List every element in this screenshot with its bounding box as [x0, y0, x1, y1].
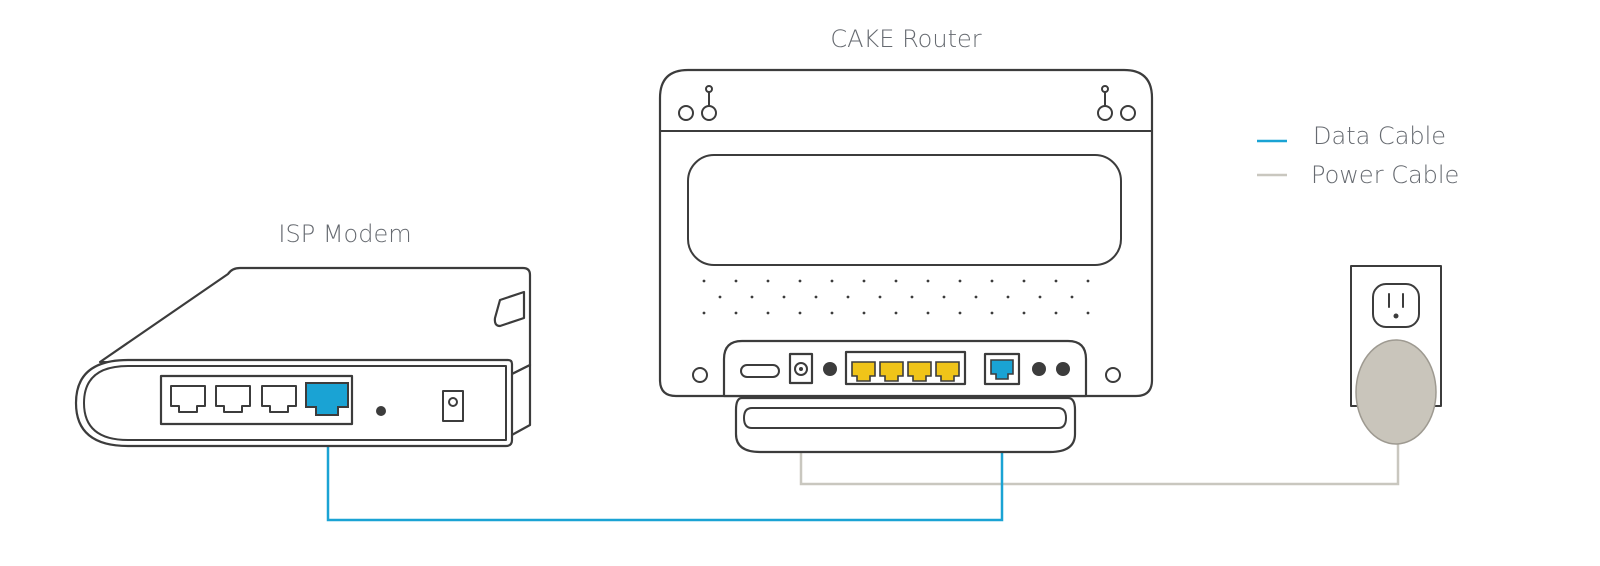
vent-dot — [750, 295, 754, 299]
vent-dot — [782, 295, 786, 299]
legend-label-power: Power Cable — [1311, 161, 1459, 189]
wall-outlet — [1350, 265, 1442, 445]
vent-dot — [894, 311, 898, 315]
router-button[interactable] — [823, 362, 837, 376]
vent-dot — [1006, 295, 1010, 299]
modem-ethernet-port[interactable] — [170, 385, 206, 413]
router-vent-grid — [702, 279, 1090, 315]
vent-dot — [862, 311, 866, 315]
modem-title: ISP Modem — [278, 220, 411, 248]
router-usb-port[interactable] — [740, 364, 780, 378]
router-wan-port[interactable] — [983, 352, 1021, 386]
vent-dot — [1022, 279, 1026, 283]
vent-dot — [1070, 295, 1074, 299]
router-led — [1032, 362, 1046, 376]
router-title: CAKE Router — [830, 25, 981, 53]
vent-dot — [1086, 279, 1090, 283]
router-lan-port[interactable] — [851, 361, 876, 382]
vent-dot — [734, 311, 738, 315]
vent-dot — [942, 295, 946, 299]
router-led — [1056, 362, 1070, 376]
router-lan-port[interactable] — [907, 361, 932, 382]
vent-dot — [1022, 311, 1026, 315]
vent-dot — [830, 279, 834, 283]
vent-dot — [1054, 279, 1058, 283]
vent-dot — [1038, 295, 1042, 299]
vent-dot — [1086, 311, 1090, 315]
vent-dot — [766, 279, 770, 283]
router-lan-ports — [851, 361, 960, 382]
vent-dot — [734, 279, 738, 283]
vent-dot — [798, 311, 802, 315]
router-lan-port[interactable] — [879, 361, 904, 382]
vent-dot — [846, 295, 850, 299]
modem-power-jack — [442, 390, 464, 422]
isp-modem: ISP Modem — [74, 220, 532, 448]
vent-dot — [1054, 311, 1058, 315]
vent-dot — [830, 311, 834, 315]
router-stand — [734, 396, 1077, 454]
legend-label-data: Data Cable — [1313, 122, 1446, 150]
vent-dot — [910, 295, 914, 299]
power-plug — [1355, 339, 1437, 445]
vent-dot — [862, 279, 866, 283]
router-lan-port[interactable] — [935, 361, 960, 382]
router-power-jack[interactable] — [788, 352, 814, 385]
modem-reset-hole — [376, 406, 386, 416]
vent-dot — [958, 279, 962, 283]
vent-dot — [814, 295, 818, 299]
modem-ethernet-port[interactable] — [215, 385, 251, 413]
outlet-socket — [1372, 283, 1420, 328]
vent-dot — [702, 311, 706, 315]
vent-dot — [974, 295, 978, 299]
legend: Data Cable Power Cable — [1257, 122, 1459, 189]
router-display-window — [687, 154, 1122, 266]
vent-dot — [958, 311, 962, 315]
vent-dot — [990, 279, 994, 283]
vent-dot — [702, 279, 706, 283]
cake-router: CAKE Router — [658, 25, 1154, 454]
vent-dot — [798, 279, 802, 283]
vent-dot — [766, 311, 770, 315]
vent-dot — [926, 279, 930, 283]
vent-dot — [878, 295, 882, 299]
vent-dot — [894, 279, 898, 283]
modem-ethernet-port[interactable] — [261, 385, 297, 413]
vent-dot — [926, 311, 930, 315]
modem-ethernet-port-connected[interactable] — [305, 382, 349, 416]
vent-dot — [990, 311, 994, 315]
vent-dot — [718, 295, 722, 299]
